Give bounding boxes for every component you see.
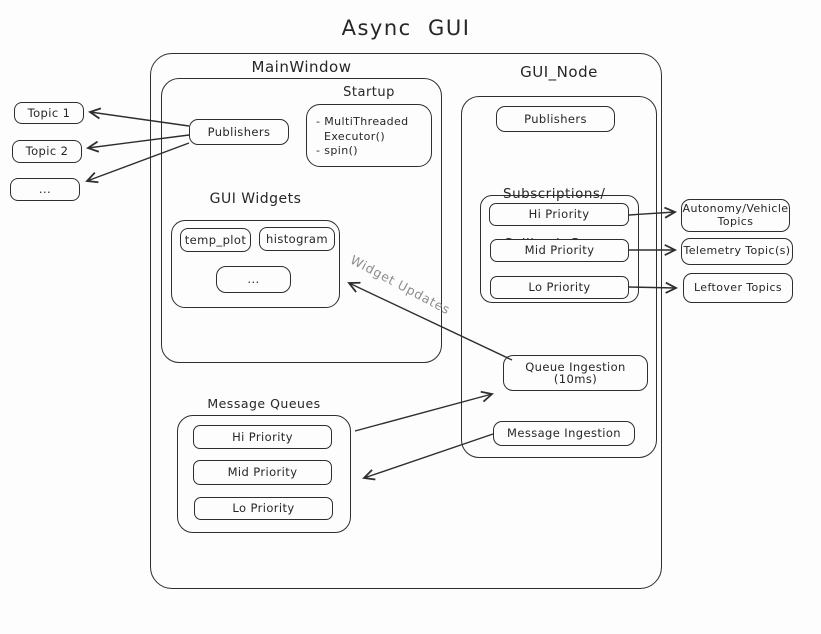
gui-node-publishers-box: Publishers xyxy=(496,106,615,132)
callback-hi-priority-box: Hi Priority xyxy=(489,203,629,226)
queue-ingestion-box: Queue Ingestion (10ms) xyxy=(503,355,648,391)
main-window-publishers-box: Publishers xyxy=(189,119,289,145)
widget-histogram-box: histogram xyxy=(259,227,335,251)
diagram-title: Async GUI xyxy=(341,16,471,40)
startup-line-3: - spin() xyxy=(316,144,358,157)
right-topic-autonomy-box: Autonomy/Vehicle Topics xyxy=(681,199,790,232)
callback-groups-box xyxy=(480,195,639,303)
left-topic-1-box: Topic 1 xyxy=(14,102,84,124)
message-queues-box xyxy=(177,415,351,533)
startup-line-2: Executor() xyxy=(324,129,386,143)
message-ingestion-box: Message Ingestion xyxy=(493,421,635,446)
right-topic-leftover-box: Leftover Topics xyxy=(683,273,793,303)
left-topic-2-box: Topic 2 xyxy=(12,140,82,163)
gui-node-box xyxy=(461,96,657,458)
gui-node-label: GUI_Node xyxy=(520,63,598,81)
gui-widgets-label: GUI Widgets xyxy=(209,191,302,207)
startup-box: - MultiThreaded Executor() - spin() xyxy=(306,104,432,167)
startup-label: Startup xyxy=(343,85,395,100)
widget-temp-plot-box: temp_plot xyxy=(180,228,251,252)
callback-lo-priority-box: Lo Priority xyxy=(490,276,629,299)
queue-hi-priority-box: Hi Priority xyxy=(193,425,332,449)
startup-line-1: - MultiThreaded xyxy=(316,115,409,128)
gui-widgets-box xyxy=(171,220,340,308)
widget-ellipsis-box: ... xyxy=(216,266,291,293)
queue-mid-priority-box: Mid Priority xyxy=(193,460,332,485)
outer-boundary-box xyxy=(150,53,662,589)
left-topic-ellipsis-box: ... xyxy=(10,178,80,201)
main-window-box xyxy=(161,78,442,363)
main-window-label: MainWindow xyxy=(251,58,352,76)
right-topic-telemetry-box: Telemetry Topic(s) xyxy=(681,238,793,265)
callback-mid-priority-box: Mid Priority xyxy=(490,239,629,262)
subscriptions-label-line1: Subscriptions/ xyxy=(503,186,606,202)
queue-lo-priority-box: Lo Priority xyxy=(194,497,333,520)
message-queues-label: Message Queues xyxy=(207,396,321,411)
